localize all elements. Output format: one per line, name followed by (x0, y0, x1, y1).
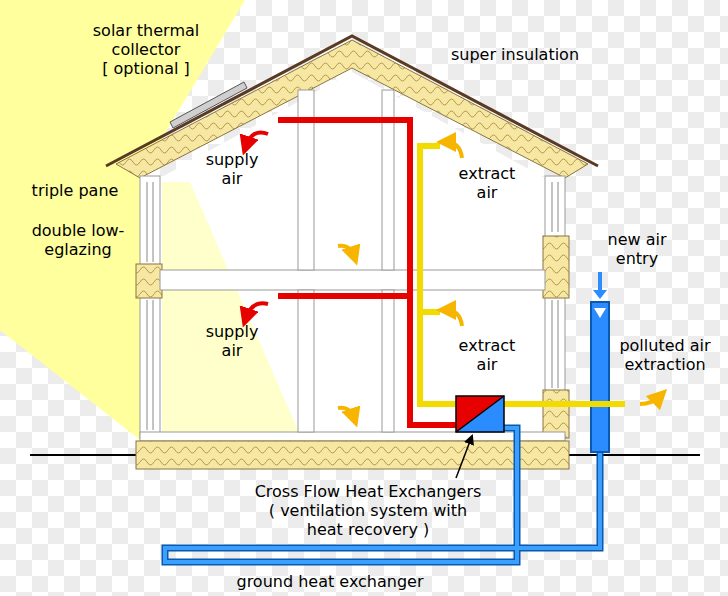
new-air-arrow (598, 272, 602, 292)
solar-collector (170, 82, 247, 128)
post (298, 290, 314, 432)
window-pane (552, 300, 553, 388)
extract-duct (420, 146, 458, 404)
extract-duct (420, 309, 440, 315)
supply-arrow (246, 303, 268, 318)
window-pane (147, 300, 148, 430)
label-text: new air entry (592, 230, 682, 268)
exhaust-duct (502, 401, 625, 407)
window-pane (558, 300, 559, 388)
window-pane (558, 182, 559, 232)
label-text: polluted air extraction (606, 336, 724, 374)
supply-duct (278, 120, 458, 425)
exhaust-arrow (640, 396, 660, 404)
label-text: double low-eglazing (16, 221, 141, 259)
room-flow-arrow (338, 408, 354, 418)
heat-exchanger-divider (456, 396, 504, 432)
left-wall (140, 176, 160, 438)
label-text: supply air (197, 150, 267, 188)
heat-exchanger (456, 396, 504, 432)
air-intake-column (591, 302, 609, 452)
wall-insulation (136, 264, 162, 298)
label-text: super insulation (451, 45, 579, 64)
supply-arrow (246, 133, 268, 147)
leader-line (456, 436, 472, 478)
label-text: triple pane (32, 181, 119, 200)
extract-arrow (446, 310, 462, 326)
supply-duct (278, 293, 410, 299)
window-pane (153, 182, 154, 262)
floor-insulation (136, 441, 569, 469)
sunlight-inside (162, 182, 300, 435)
wall-insulation (543, 390, 569, 438)
new-air-arrowhead (593, 290, 607, 299)
label-text: solar thermal collector (71, 21, 221, 59)
window-pane (552, 182, 553, 232)
label-text: ground heat exchanger (236, 572, 423, 591)
post (382, 290, 394, 432)
window-pane (153, 300, 154, 430)
label-text: extract air (447, 164, 527, 202)
extract-arrow (446, 142, 462, 158)
intake-flap (594, 308, 606, 318)
room-flow-arrow (338, 246, 354, 256)
label-text: supply air (197, 322, 267, 360)
label-text: [ optional ] (102, 59, 190, 78)
label-text: extract air (447, 336, 527, 374)
heat-exchanger-cold (456, 396, 504, 432)
wall-insulation (543, 236, 569, 298)
window-pane (147, 182, 148, 262)
heat-exchanger-hot (456, 396, 504, 432)
label-text: ( ventilation system with heat recovery … (266, 501, 471, 539)
label-text: Cross Flow Heat Exchangers (255, 482, 482, 501)
ground-pipe (165, 428, 600, 562)
middle-floor (160, 270, 545, 290)
ground-pipe-outline (165, 428, 600, 562)
ground-floor (140, 432, 565, 441)
